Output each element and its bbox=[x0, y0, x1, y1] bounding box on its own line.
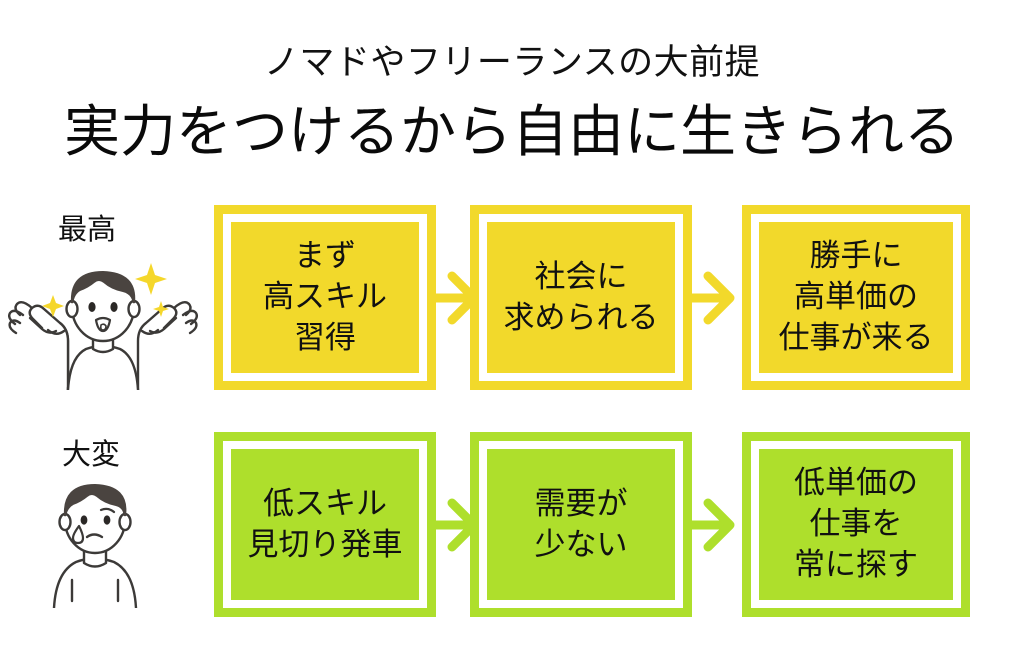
flow-box-bottom-1[interactable]: 低スキル 見切り発車 bbox=[214, 432, 436, 617]
slide-subtitle: ノマドやフリーランスの大前提 bbox=[263, 43, 761, 83]
flow-box-bottom-2-inner: 需要が 少ない bbox=[479, 441, 683, 608]
flow-box-top-2-label: 社会に 求められる bbox=[503, 258, 659, 336]
flow-box-top-1-label: まず 高スキル 習得 bbox=[263, 238, 387, 356]
flow-box-top-3[interactable]: 勝手に 高単価の 仕事が来る bbox=[742, 205, 970, 390]
flow-box-bottom-3-label: 低単価の 仕事を 常に探す bbox=[794, 465, 918, 583]
flow-box-top-2[interactable]: 社会に 求められる bbox=[470, 205, 692, 390]
flow-box-bottom-1-label: 低スキル 見切り発車 bbox=[247, 485, 403, 563]
flow-box-bottom-3-inner: 低単価の 仕事を 常に探す bbox=[751, 441, 961, 608]
flow-box-top-3-label: 勝手に 高単価の 仕事が来る bbox=[778, 238, 934, 356]
flow-box-top-3-inner: 勝手に 高単価の 仕事が来る bbox=[751, 214, 961, 381]
flow-box-top-2-inner: 社会に 求められる bbox=[479, 214, 683, 381]
flow-box-bottom-2[interactable]: 需要が 少ない bbox=[470, 432, 692, 617]
arrow-right-icon-top-2 bbox=[687, 262, 736, 334]
row-label-bottom: 大変 bbox=[62, 437, 121, 471]
flow-box-bottom-2-label: 需要が 少ない bbox=[534, 485, 628, 563]
flow-box-bottom-1-inner: 低スキル 見切り発車 bbox=[223, 441, 427, 608]
sad-person-icon bbox=[42, 468, 172, 610]
slide-title: 実力をつけるから自由に生きられる bbox=[64, 100, 960, 165]
flow-box-top-1[interactable]: まず 高スキル 習得 bbox=[214, 205, 436, 390]
arrow-right-icon-bottom-2 bbox=[687, 489, 736, 561]
flow-box-bottom-3[interactable]: 低単価の 仕事を 常に探す bbox=[742, 432, 970, 617]
happy-person-icon bbox=[7, 245, 203, 392]
flow-box-top-1-inner: まず 高スキル 習得 bbox=[223, 214, 427, 381]
row-label-top: 最高 bbox=[58, 212, 117, 246]
